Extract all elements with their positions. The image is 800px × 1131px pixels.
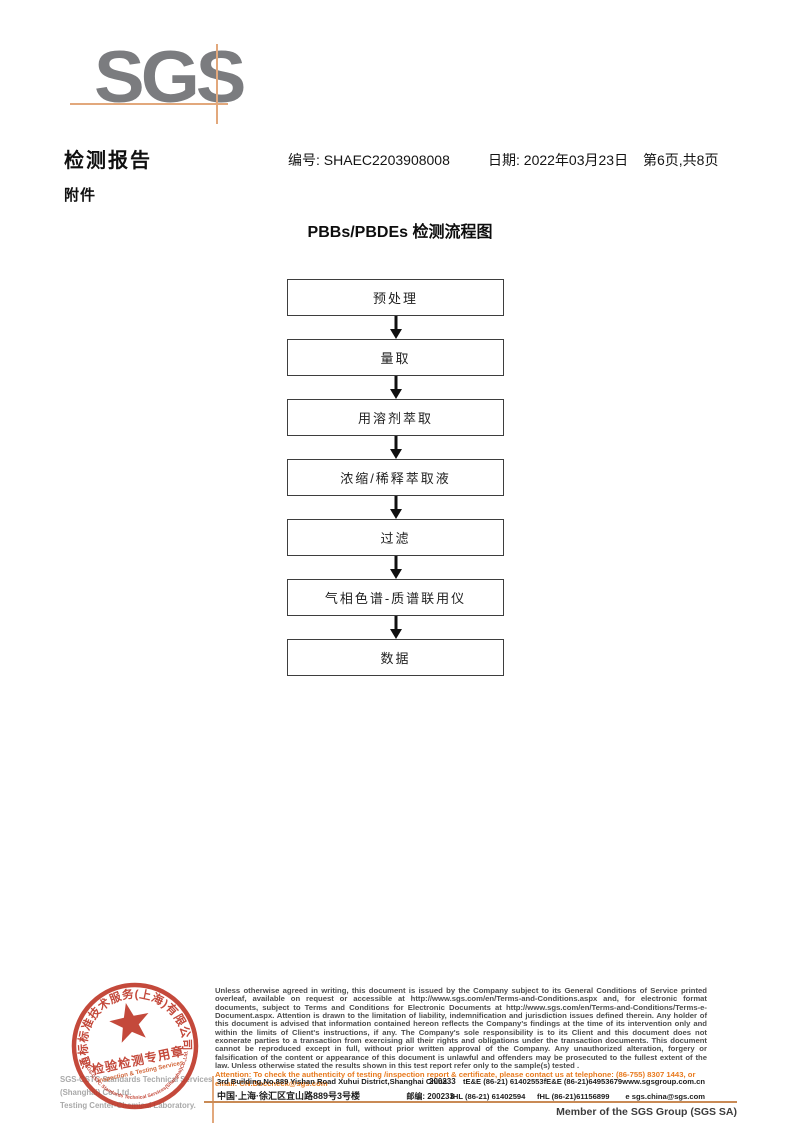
address-en: 3rd Building,No.889 Yishan Road Xuhui Di… [217, 1077, 447, 1086]
down-arrow-icon [287, 376, 504, 399]
zip-en: 200233 [429, 1077, 456, 1086]
flowchart-step: 气相色谱-质谱联用仪 [287, 579, 504, 616]
report-date: 日期: 2022年03月23日 [488, 152, 629, 168]
fax-cn: fHL (86-21)61156899 [537, 1092, 610, 1101]
page-indicator: 第6页,共8页 [643, 152, 719, 168]
report-title: 检测报告 [64, 150, 152, 172]
report-number: 编号: SHAEC2203908008 [288, 152, 450, 168]
flowchart: 预处理 量取 用溶剂萃取 浓缩/稀释萃取液 过滤 气相色谱-质谱联用仪 数据 [287, 279, 504, 676]
flowchart-step: 用溶剂萃取 [287, 399, 504, 436]
flowchart-step: 预处理 [287, 279, 504, 316]
address-cn: 中国·上海·徐汇区宜山路889号3号楼 [217, 1091, 361, 1101]
email: e sgs.china@sgs.com [625, 1092, 705, 1101]
down-arrow-icon [287, 496, 504, 519]
flowchart-step: 过滤 [287, 519, 504, 556]
down-arrow-icon [287, 316, 504, 339]
down-arrow-icon [287, 616, 504, 639]
logo-crosshair-vline [216, 44, 218, 124]
member-line: Member of the SGS Group (SGS SA) [556, 1106, 737, 1118]
attachment-label: 附件 [64, 187, 97, 204]
zip-cn: 邮编: 200233 [406, 1092, 454, 1101]
inspection-stamp-seal: 通标标准技术服务(上海)有限公司 检验检测专用章 Inspection & Te… [65, 976, 199, 1111]
stamp-ring [71, 982, 199, 1110]
star-icon [109, 1002, 149, 1043]
footer-crosshair-vline [212, 1076, 214, 1123]
down-arrow-icon [287, 556, 504, 579]
fax-en: fE&E (86-21)64953679 [543, 1077, 623, 1086]
address-row-en: 3rd Building,No.889 Yishan Road Xuhui Di… [217, 1077, 705, 1089]
legal-text: Unless otherwise agreed in writing, this… [215, 986, 707, 1071]
flowchart-step: 数据 [287, 639, 504, 676]
sgs-logo: SGS [94, 36, 246, 119]
down-arrow-icon [287, 436, 504, 459]
footer-crosshair-hline [204, 1101, 737, 1103]
flowchart-step: 量取 [287, 339, 504, 376]
flowchart-title: PBBs/PBDEs 检测流程图 [307, 224, 493, 241]
address-row-cn: 中国·上海·徐汇区宜山路889号3号楼 邮编: 200233 tHL (86-2… [217, 1089, 705, 1101]
website: www.sgsgroup.com.cn [622, 1077, 705, 1086]
legal-disclaimer: Unless otherwise agreed in writing, this… [215, 986, 707, 1088]
address-block: 3rd Building,No.889 Yishan Road Xuhui Di… [217, 1077, 705, 1101]
tel-en: tE&E (86-21) 61402553 [462, 1077, 544, 1086]
logo-crosshair-hline [70, 103, 228, 105]
tel-cn: tHL (86-21) 61402594 [450, 1092, 526, 1101]
flowchart-step: 浓缩/稀释萃取液 [287, 459, 504, 496]
attention-notice: Attention: To check the authenticity of … [215, 1070, 696, 1088]
